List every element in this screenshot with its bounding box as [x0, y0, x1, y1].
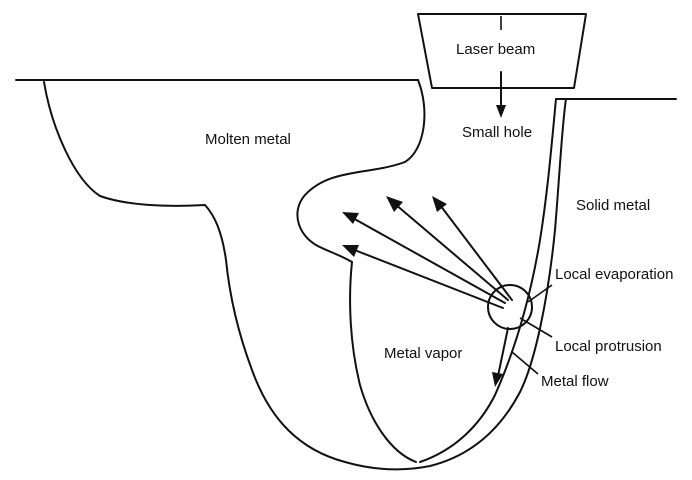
metal-flow-arrow-shaft: [497, 327, 509, 377]
vapor-arrow-shaft-1: [350, 216, 506, 304]
vapor-arrow-head-3: [432, 196, 447, 212]
molten-pool-upper-lobe: [296, 79, 426, 463]
local-protrusion-circle: [487, 284, 533, 330]
leader-local-evaporation: [527, 284, 553, 303]
laser-beam-block: [417, 13, 587, 89]
label-molten-metal: Molten metal: [205, 131, 291, 148]
vapor-arrow-shaft-4: [351, 248, 504, 309]
keyhole-inner-wall: [419, 98, 557, 463]
leader-local-protrusion: [519, 317, 553, 338]
vapor-arrow-head-4: [342, 245, 359, 257]
vapor-arrows: [342, 196, 513, 309]
vapor-arrow-head-1: [342, 212, 359, 224]
leader-metal-flow: [511, 351, 539, 375]
vapor-arrow-shaft-2: [394, 203, 509, 301]
label-solid-metal: Solid metal: [576, 197, 650, 214]
vapor-arrow-shaft-3: [439, 204, 513, 301]
label-small-hole: Small hole: [462, 124, 532, 141]
molten-pool-outline: [43, 81, 567, 471]
laser-beam-arrow-head: [496, 105, 506, 118]
vapor-arrow-head-2: [386, 196, 403, 212]
label-metal-vapor: Metal vapor: [384, 345, 462, 362]
label-laser-beam: Laser beam: [456, 41, 535, 58]
label-local-protrusion: Local protrusion: [555, 338, 662, 355]
label-local-evaporation: Local evaporation: [555, 266, 673, 283]
label-metal-flow: Metal flow: [541, 373, 609, 390]
metal-flow-arrow-head: [492, 372, 503, 387]
